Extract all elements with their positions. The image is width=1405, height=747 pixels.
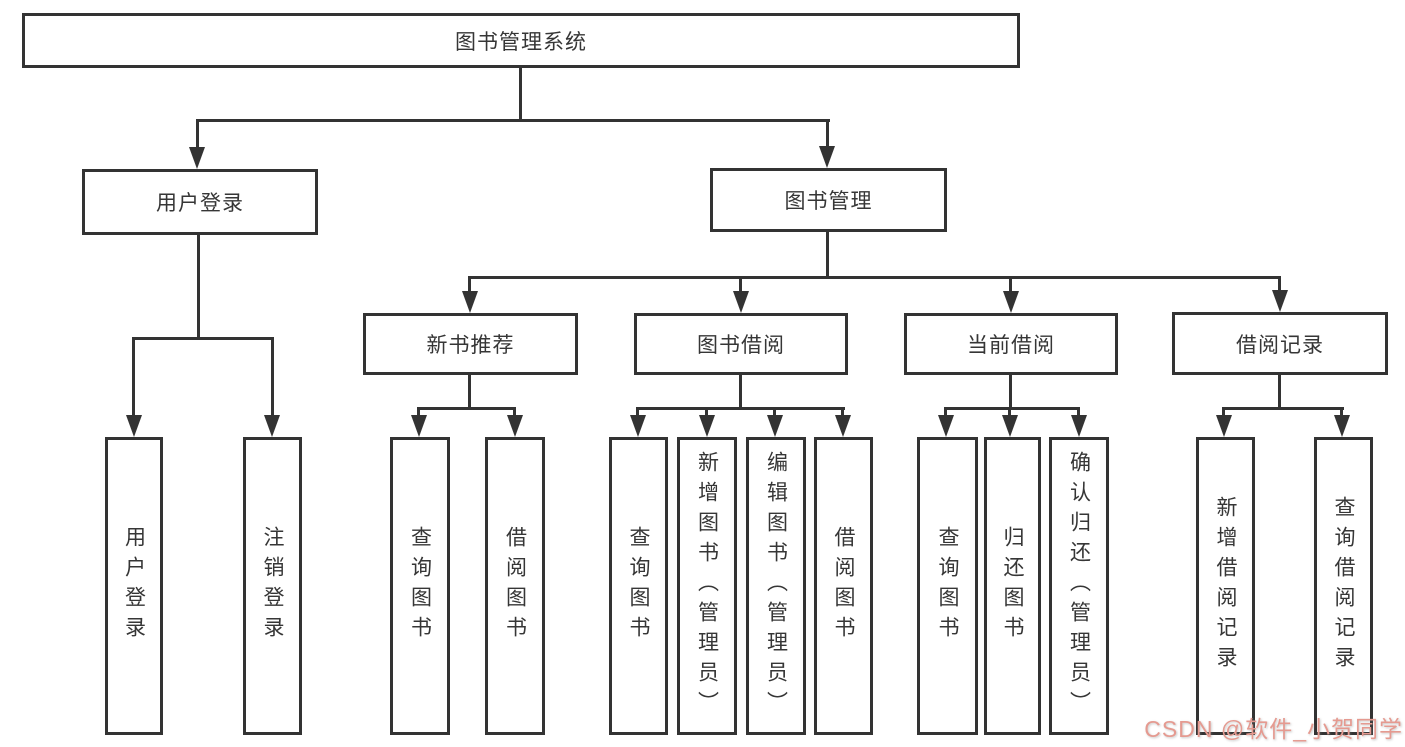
node-user-login: 用户登录 <box>82 169 318 235</box>
node-new-book-recommend-label: 新书推荐 <box>426 334 515 357</box>
node-book-borrowing-label: 图书借阅 <box>697 334 785 357</box>
connector-line <box>944 407 1080 410</box>
connector-line <box>417 407 516 410</box>
connector-line <box>519 68 522 121</box>
connector-line <box>773 407 776 417</box>
arrow-down-icon <box>126 415 142 437</box>
arrow-down-icon <box>264 415 280 437</box>
leaf-borrow-books-1-label: 借阅图书 <box>503 526 527 646</box>
arrow-down-icon <box>835 415 851 437</box>
node-book-management-label: 图书管理 <box>784 190 873 213</box>
connector-line <box>417 407 420 417</box>
connector-line <box>739 276 742 292</box>
csdn-watermark: CSDN @软件_小贺同学 <box>1144 716 1403 742</box>
node-current-borrowing: 当前借阅 <box>904 313 1118 375</box>
arrow-down-icon <box>1071 415 1087 437</box>
arrow-down-icon <box>767 415 783 437</box>
leaf-borrow-books-2-label: 借阅图书 <box>832 526 855 646</box>
connector-line <box>636 407 639 417</box>
connector-line <box>133 337 274 340</box>
leaf-query-books-1: 查询图书 <box>390 437 450 735</box>
leaf-confirm-return-admin-label: 确认归还（管理员） <box>1067 451 1091 721</box>
leaf-user-login-label: 用户登录 <box>122 526 146 646</box>
leaf-edit-books-admin: 编辑图书（管理员） <box>746 437 806 735</box>
leaf-return-books-label: 归还图书 <box>1001 526 1024 646</box>
connector-line <box>826 119 829 147</box>
connector-line <box>196 119 830 122</box>
connector-line <box>1340 407 1343 417</box>
leaf-user-login: 用户登录 <box>105 437 163 735</box>
arrow-down-icon <box>733 291 749 313</box>
connector-line <box>468 276 1281 279</box>
connector-line <box>132 337 135 416</box>
connector-line <box>944 407 947 417</box>
connector-line <box>468 375 471 409</box>
arrow-down-icon <box>1002 415 1018 437</box>
node-current-borrowing-label: 当前借阅 <box>967 334 1055 357</box>
connector-line <box>468 276 471 292</box>
arrow-down-icon <box>1334 415 1350 437</box>
leaf-query-borrow-record-label: 查询借阅记录 <box>1332 496 1355 676</box>
leaf-query-books-3: 查询图书 <box>917 437 978 735</box>
connector-line <box>1077 407 1080 417</box>
node-borrowing-records: 借阅记录 <box>1172 312 1388 375</box>
leaf-edit-books-admin-label: 编辑图书（管理员） <box>764 451 788 721</box>
connector-line <box>841 407 844 417</box>
arrow-down-icon <box>1003 291 1019 313</box>
connector-line <box>1009 375 1012 409</box>
node-library-system: 图书管理系统 <box>22 13 1020 68</box>
leaf-add-borrow-record-label: 新增借阅记录 <box>1214 496 1237 676</box>
leaf-return-books: 归还图书 <box>984 437 1041 735</box>
arrow-down-icon <box>189 147 205 169</box>
connector-line <box>197 235 200 339</box>
connector-line <box>636 407 845 410</box>
arrow-down-icon <box>1216 415 1232 437</box>
connector-line <box>1008 407 1011 417</box>
connector-line <box>739 375 742 409</box>
connector-line <box>513 407 516 417</box>
node-library-system-label: 图书管理系统 <box>455 30 587 54</box>
arrow-down-icon <box>938 415 954 437</box>
connector-line <box>1222 407 1225 417</box>
connector-line <box>196 119 199 148</box>
connector-line <box>705 407 708 417</box>
leaf-add-books-admin: 新增图书（管理员） <box>677 437 737 735</box>
connector-line <box>1222 407 1344 410</box>
leaf-logout: 注销登录 <box>243 437 302 735</box>
leaf-borrow-books-1: 借阅图书 <box>485 437 545 735</box>
arrow-down-icon <box>462 291 478 313</box>
leaf-confirm-return-admin: 确认归还（管理员） <box>1049 437 1109 735</box>
node-user-login-label: 用户登录 <box>156 192 244 215</box>
leaf-query-books-2: 查询图书 <box>609 437 668 735</box>
leaf-add-borrow-record: 新增借阅记录 <box>1196 437 1255 735</box>
connector-line <box>1278 276 1281 291</box>
node-new-book-recommend: 新书推荐 <box>363 313 578 375</box>
connector-line <box>271 337 274 416</box>
leaf-query-borrow-record: 查询借阅记录 <box>1314 437 1373 735</box>
node-book-management: 图书管理 <box>710 168 947 232</box>
connector-line <box>1009 276 1012 292</box>
arrow-down-icon <box>507 415 523 437</box>
connector-line <box>826 232 829 278</box>
leaf-logout-label: 注销登录 <box>261 526 284 646</box>
arrow-down-icon <box>411 415 427 437</box>
connector-line <box>1278 375 1281 409</box>
arrow-down-icon <box>630 415 646 437</box>
node-book-borrowing: 图书借阅 <box>634 313 848 375</box>
arrow-down-icon <box>699 415 715 437</box>
arrow-down-icon <box>819 146 835 168</box>
leaf-borrow-books-2: 借阅图书 <box>814 437 873 735</box>
leaf-query-books-2-label: 查询图书 <box>627 526 650 646</box>
node-borrowing-records-label: 借阅记录 <box>1236 333 1324 357</box>
leaf-add-books-admin-label: 新增图书（管理员） <box>695 451 719 721</box>
leaf-query-books-3-label: 查询图书 <box>936 526 959 646</box>
leaf-query-books-1-label: 查询图书 <box>408 526 432 646</box>
arrow-down-icon <box>1272 290 1288 312</box>
